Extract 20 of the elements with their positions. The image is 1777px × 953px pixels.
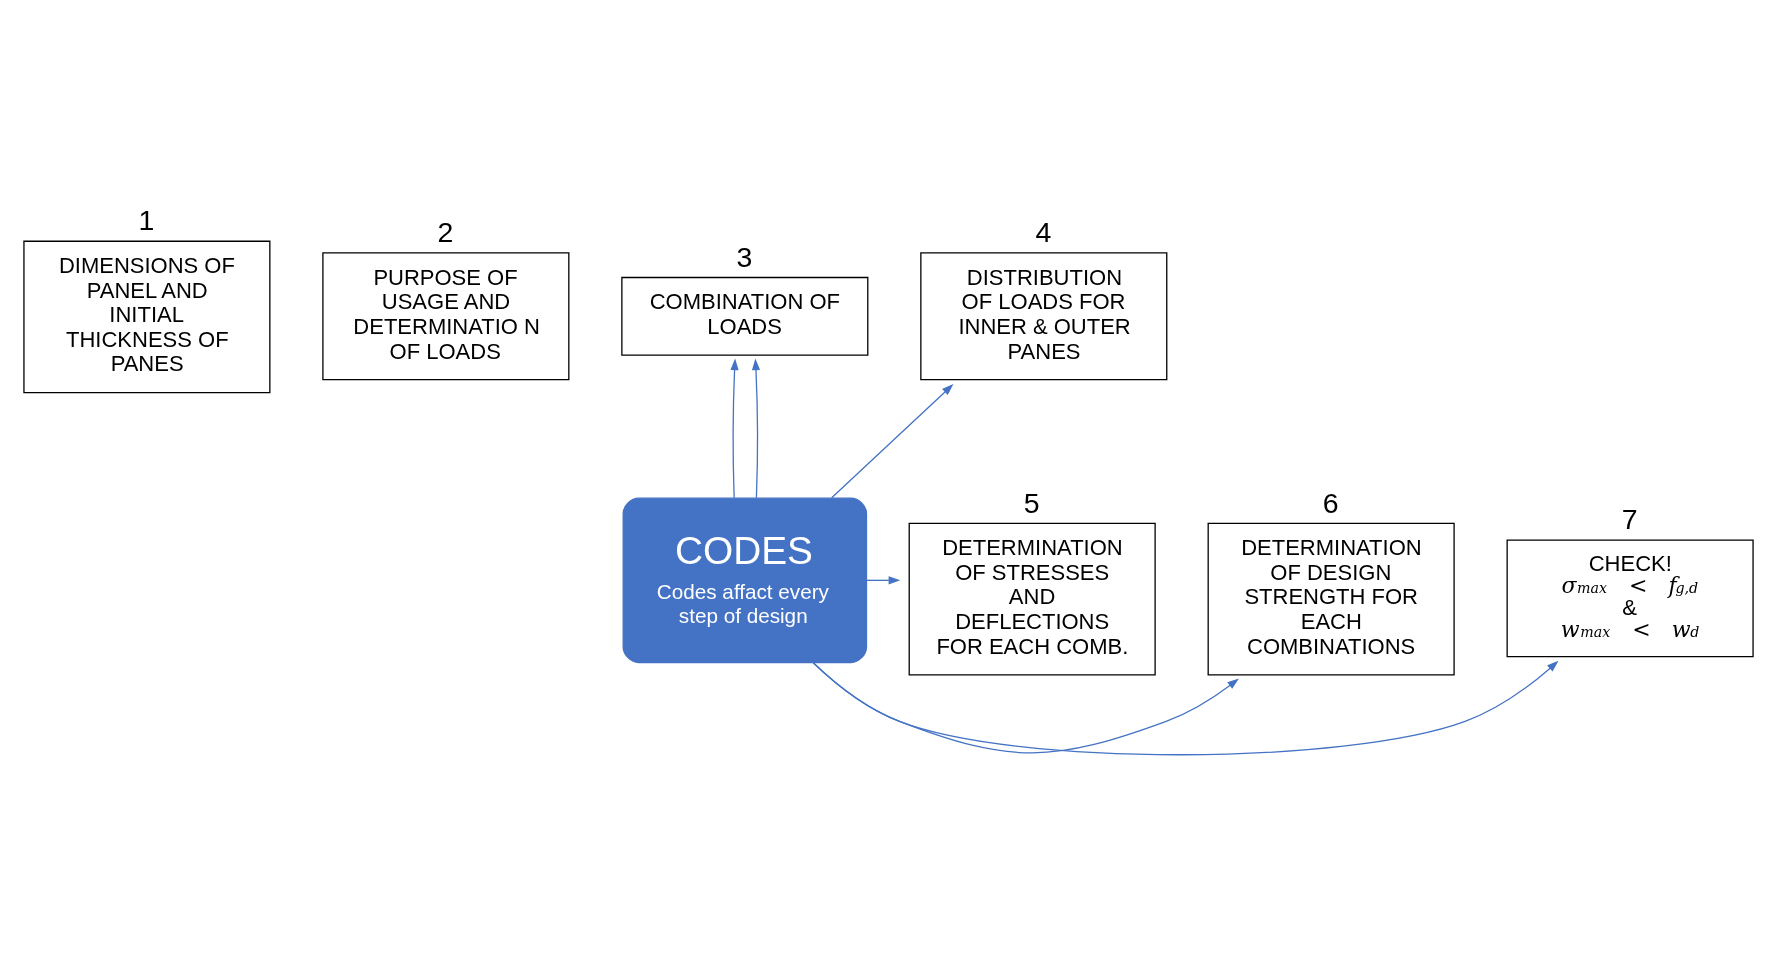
- node-box: CHECK! σmax < fg,d & wmax < wd: [1506, 539, 1754, 657]
- arrow: [730, 358, 739, 498]
- node-box: PURPOSE OF USAGE AND DETERMINATIO N OF LOADS: [322, 251, 570, 380]
- node-label: 1: [138, 203, 155, 236]
- node-box: DISTRIBUTION OF LOADS FOR INNER & OUTER PANES: [920, 251, 1168, 380]
- node-box: DETERMINATION OF STRESSES AND DEFLECTIONS FOR EACH COMB.: [908, 522, 1156, 675]
- node-label: 7: [1621, 502, 1638, 535]
- node-label: 3: [736, 240, 753, 273]
- node-box: DIMENSIONS OF PANEL AND INITIAL THICKNESS OF PANES: [23, 240, 271, 393]
- arrow: [865, 575, 901, 584]
- node-label: 6: [1322, 486, 1339, 519]
- node-label: 2: [437, 215, 454, 248]
- node-box: CODES Codes affact every step of design: [622, 497, 868, 663]
- arrow: [751, 358, 761, 498]
- arrow: [831, 383, 954, 498]
- node-box: DETERMINATION OF DESIGN STRENGTH FOR EACH COMBINATIONS: [1207, 522, 1455, 675]
- arrow: [812, 660, 1559, 755]
- node-label: 4: [1035, 215, 1052, 248]
- node-label: 5: [1023, 486, 1040, 519]
- node-box: COMBINATION OF LOADS: [621, 276, 869, 356]
